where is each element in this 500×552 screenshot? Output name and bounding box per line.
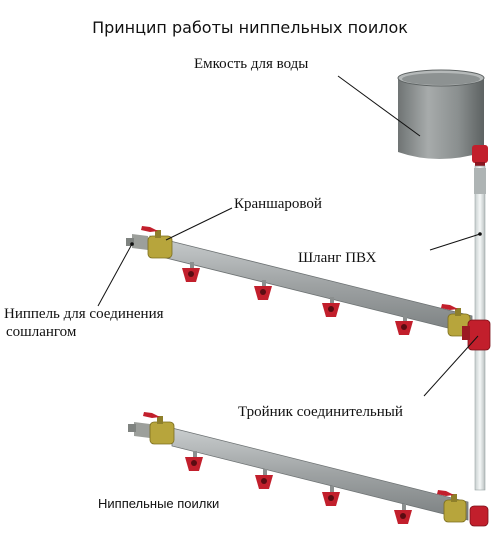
leader-nipple-connect (97, 243, 133, 307)
nipple-drinker (322, 297, 340, 317)
label-tee-connector: Тройник соединительный (238, 404, 403, 420)
ball-valve-lower-right (437, 490, 467, 523)
nipple-drinker (182, 262, 200, 282)
nipple-drinker (395, 315, 413, 335)
label-ball-valve: Краншаровой (234, 196, 322, 212)
nipple-drinker (185, 451, 203, 471)
nipple-drinker (394, 504, 412, 524)
nipple-drinker (255, 469, 273, 489)
leader-tank (337, 75, 421, 137)
upper-drinker-line (126, 226, 473, 337)
leader-hose (429, 233, 481, 251)
lower-drinker-line (128, 412, 489, 527)
label-nipple-connection-line2: сошлангом (6, 324, 77, 340)
nipple-drinker (254, 280, 272, 300)
nipple-drinker (322, 486, 340, 506)
label-pvc-hose: Шланг ПВХ (298, 250, 377, 266)
lower-end-cap (469, 505, 489, 527)
lower-line-end (128, 422, 150, 438)
leader-ball-valve (165, 207, 233, 241)
hose-connector-nipple (126, 234, 148, 250)
leader-dot (130, 242, 134, 246)
water-tank (397, 69, 485, 159)
leader-tee (423, 335, 479, 397)
leader-dot (478, 232, 482, 236)
tank-outlet-fitting (472, 145, 488, 168)
leader-lines (97, 75, 481, 397)
tee-connector (462, 319, 491, 351)
label-water-tank: Емкость для воды (194, 56, 309, 72)
ball-valve-upper (141, 226, 173, 259)
diagram-title: Принцип работы ниппельных поилок (92, 18, 408, 37)
label-nipple-drinkers: Ниппельные поилки (98, 496, 220, 511)
label-nipple-connection-line1: Ниппель для соединения (4, 306, 164, 322)
ball-valve-lower (143, 412, 175, 445)
